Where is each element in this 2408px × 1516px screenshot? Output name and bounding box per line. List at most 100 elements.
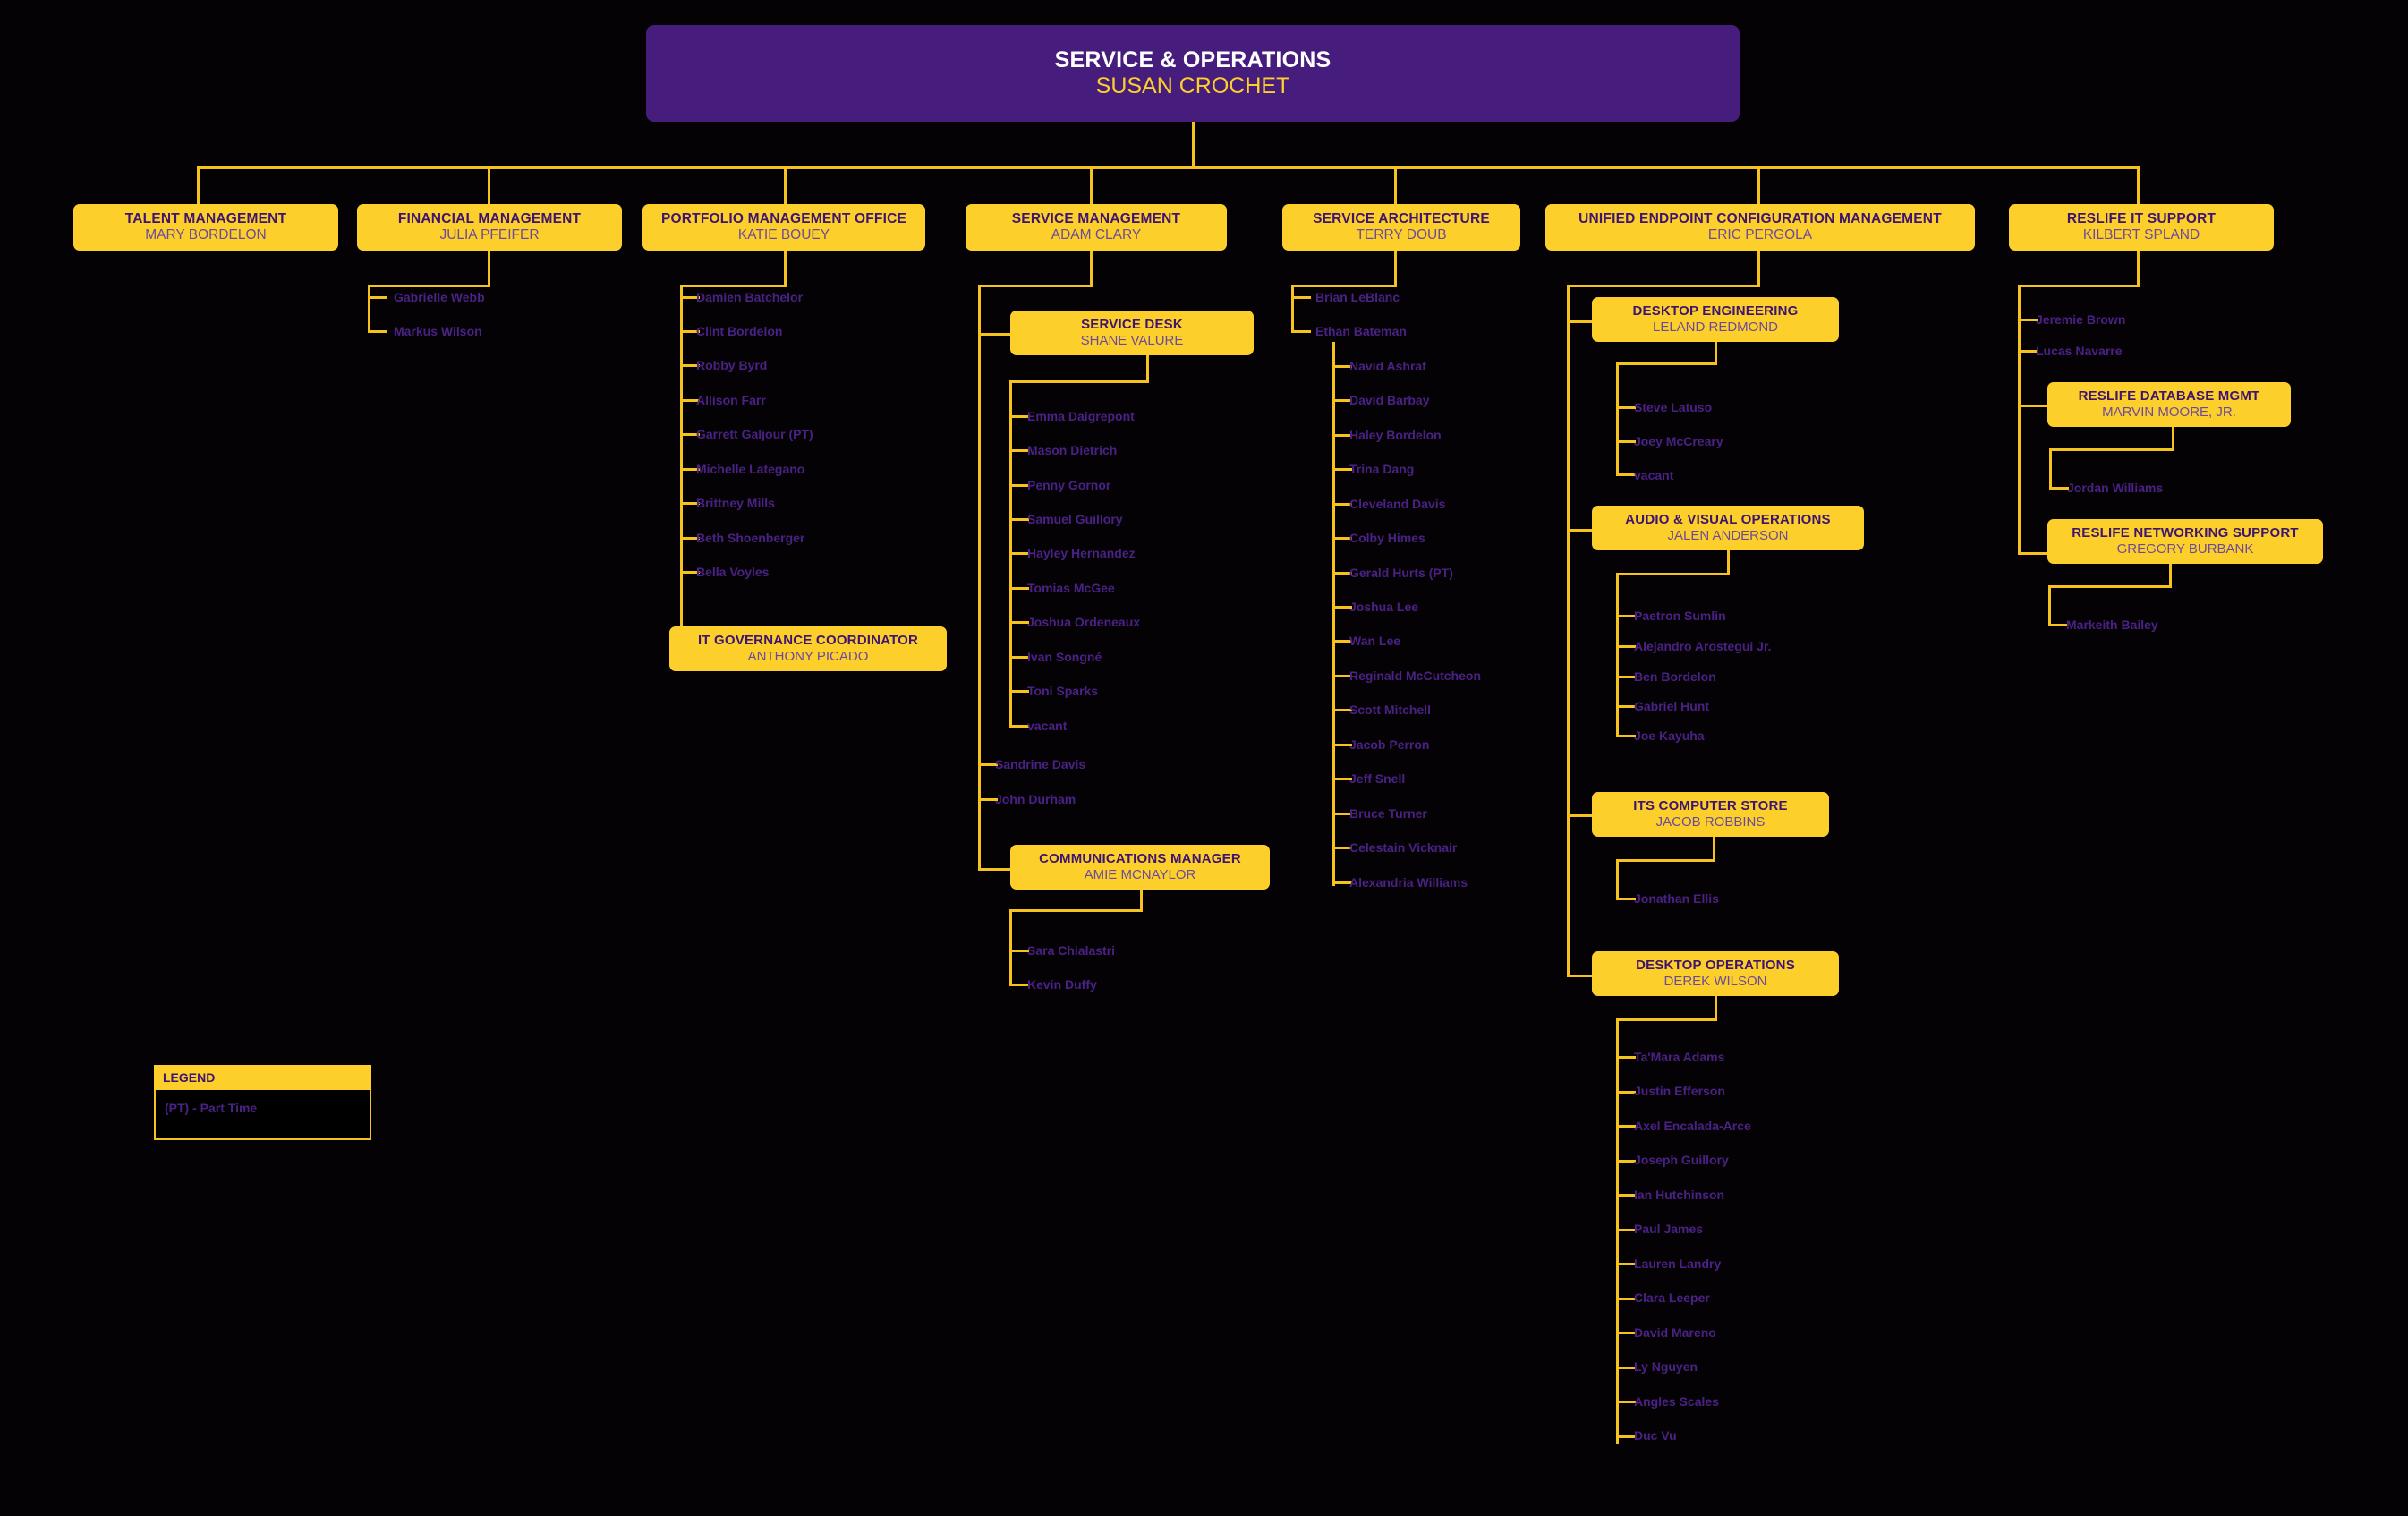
connector-cs-elbow: [1616, 859, 1715, 862]
connector-sa-n-tick-0: [1332, 365, 1352, 368]
connector-rns-elbow: [2048, 585, 2172, 588]
connector-do-tick-3: [1616, 1160, 1636, 1163]
report-name: Gabrielle Webb: [394, 290, 485, 304]
unit-reslife-networking-support[interactable]: RESLIFE NETWORKING SUPPORT GREGORY BURBA…: [2047, 519, 2323, 564]
connector-sa-n-tick-1: [1332, 399, 1352, 402]
report-name: Toni Sparks: [1027, 684, 1099, 698]
connector-cm-tick-0: [1009, 950, 1029, 952]
unit-title: DESKTOP ENGINEERING: [1632, 303, 1799, 319]
connector-sd-tick-7: [1009, 656, 1029, 659]
report-name: Clara Leeper: [1634, 1290, 1710, 1305]
report-name: Jordan Williams: [2067, 481, 2164, 495]
connector-uecm-spine: [1567, 285, 1570, 975]
connector-fin-drop: [488, 251, 490, 286]
connector-rdb-elbow: [2049, 448, 2174, 451]
unit-title: RESLIFE NETWORKING SUPPORT: [2072, 525, 2299, 541]
connector-rl-tick-net: [2018, 552, 2049, 555]
unit-title: COMMUNICATIONS MANAGER: [1039, 851, 1241, 867]
report-name: Gerald Hurts (PT): [1349, 566, 1453, 580]
legend-header: LEGEND: [154, 1065, 371, 1090]
connector-sd-tick-8: [1009, 690, 1029, 693]
dept-unified-endpoint-configuration-management[interactable]: UNIFIED ENDPOINT CONFIGURATION MANAGEMEN…: [1545, 204, 1975, 251]
report-name: Gabriel Hunt: [1634, 699, 1710, 713]
dept-service-management[interactable]: SERVICE MANAGEMENT ADAM CLARY: [966, 204, 1227, 251]
root-node-service-operations[interactable]: SERVICE & OPERATIONS SUSAN CROCHET: [646, 25, 1740, 122]
connector-de-elbow: [1616, 362, 1717, 365]
connector-cm-drop: [1140, 890, 1143, 911]
unit-title: AUDIO & VISUAL OPERATIONS: [1625, 512, 1831, 528]
connector-av-tick-0: [1616, 615, 1636, 617]
connector-de-drop: [1715, 342, 1717, 364]
dept-service-architecture[interactable]: SERVICE ARCHITECTURE TERRY DOUB: [1282, 204, 1520, 251]
connector-fin-tick-0: [368, 296, 387, 299]
report-name: Jonathan Ellis: [1634, 891, 1719, 906]
report-name: Michelle Lategano: [696, 462, 805, 476]
connector-cs-drop: [1713, 837, 1715, 861]
dept-person: KATIE BOUEY: [737, 226, 830, 243]
connector-pmo-drop: [784, 251, 787, 286]
connector-sd-tick-0: [1009, 415, 1029, 418]
connector-do-tick-4: [1616, 1194, 1636, 1197]
unit-desktop-engineering[interactable]: DESKTOP ENGINEERING LELAND REDMOND: [1592, 297, 1839, 342]
dept-title: FINANCIAL MANAGEMENT: [397, 210, 582, 226]
report-name: Brian LeBlanc: [1315, 290, 1400, 304]
report-name: Ian Hutchinson: [1634, 1188, 1725, 1202]
report-name: Brittney Mills: [696, 496, 775, 510]
unit-reslife-database-mgmt[interactable]: RESLIFE DATABASE MGMT MARVIN MOORE, JR.: [2047, 382, 2291, 427]
report-name: Axel Encalada-Arce: [1634, 1119, 1751, 1133]
report-name: Ethan Bateman: [1315, 324, 1407, 338]
connector-cs-spine: [1616, 859, 1619, 899]
unit-person: LELAND REDMOND: [1652, 319, 1779, 335]
connector-sd-tick-5: [1009, 587, 1029, 590]
report-name: Lucas Navarre: [2036, 344, 2123, 358]
connector-fin-spine: [368, 285, 370, 331]
connector-pmo-spine: [680, 285, 683, 643]
connector-sa-nested-spine: [1332, 342, 1335, 886]
report-name: Duc Vu: [1634, 1428, 1677, 1443]
connector-de-tick-1: [1616, 440, 1636, 443]
connector-sa-n-tick-8: [1332, 640, 1352, 643]
dept-talent-management[interactable]: TALENT MANAGEMENT MARY BORDELON: [73, 204, 338, 251]
report-name: Ly Nguyen: [1634, 1359, 1698, 1374]
dept-portfolio-management-office[interactable]: PORTFOLIO MANAGEMENT OFFICE KATIE BOUEY: [642, 204, 925, 251]
unit-desktop-operations[interactable]: DESKTOP OPERATIONS DEREK WILSON: [1592, 951, 1839, 996]
connector-pmo-tick-5: [680, 468, 700, 471]
connector-uecm-drop: [1757, 251, 1760, 286]
unit-audio-visual-operations[interactable]: AUDIO & VISUAL OPERATIONS JALEN ANDERSON: [1592, 506, 1864, 550]
report-name: Clint Bordelon: [696, 324, 783, 338]
unit-title: DESKTOP OPERATIONS: [1636, 958, 1795, 974]
connector-sa-tick-0: [1291, 296, 1311, 299]
connector-sa-drop: [1394, 251, 1397, 286]
unit-its-computer-store[interactable]: ITS COMPUTER STORE JACOB ROBBINS: [1592, 792, 1829, 837]
connector-pmo-tick-7: [680, 537, 700, 540]
dept-title: UNIFIED ENDPOINT CONFIGURATION MANAGEMEN…: [1578, 210, 1942, 226]
connector-do-tick-8: [1616, 1332, 1636, 1334]
report-name: Ivan Songné: [1027, 650, 1102, 664]
connector-sa-n-tick-6: [1332, 572, 1352, 575]
report-name: Trina Dang: [1349, 462, 1415, 476]
connector-sa-elbow: [1291, 285, 1397, 287]
connector-uecm-elbow: [1567, 285, 1760, 287]
connector-main-bus: [197, 166, 2139, 169]
unit-it-governance-coordinator[interactable]: IT GOVERNANCE COORDINATOR ANTHONY PICADO: [669, 626, 947, 671]
dept-person: MARY BORDELON: [145, 226, 267, 243]
connector-do-spine: [1616, 1018, 1619, 1444]
root-title: SERVICE & OPERATIONS: [1054, 47, 1332, 72]
connector-do-drop: [1715, 996, 1717, 1020]
dept-financial-management[interactable]: FINANCIAL MANAGEMENT JULIA PFEIFER: [357, 204, 622, 251]
report-name: Paetron Sumlin: [1634, 609, 1726, 623]
report-name: Joshua Lee: [1349, 600, 1419, 614]
dept-reslife-it-support[interactable]: RESLIFE IT SUPPORT KILBERT SPLAND: [2009, 204, 2274, 251]
report-name: Haley Bordelon: [1349, 428, 1442, 442]
unit-communications-manager[interactable]: COMMUNICATIONS MANAGER AMIE MCNAYLOR: [1010, 845, 1270, 890]
unit-service-desk[interactable]: SERVICE DESK SHANE VALURE: [1010, 311, 1254, 355]
connector-sa-n-tick-12: [1332, 778, 1352, 780]
report-name: Jeff Snell: [1349, 771, 1406, 786]
unit-title: IT GOVERNANCE COORDINATOR: [697, 633, 919, 649]
connector-do-tick-0: [1616, 1056, 1636, 1059]
connector-do-tick-9: [1616, 1367, 1636, 1369]
report-name: Penny Gornor: [1027, 478, 1111, 492]
dept-person: JULIA PFEIFER: [439, 226, 540, 243]
report-name: Sandrine Davis: [995, 757, 1086, 771]
connector-do-elbow: [1616, 1018, 1717, 1021]
